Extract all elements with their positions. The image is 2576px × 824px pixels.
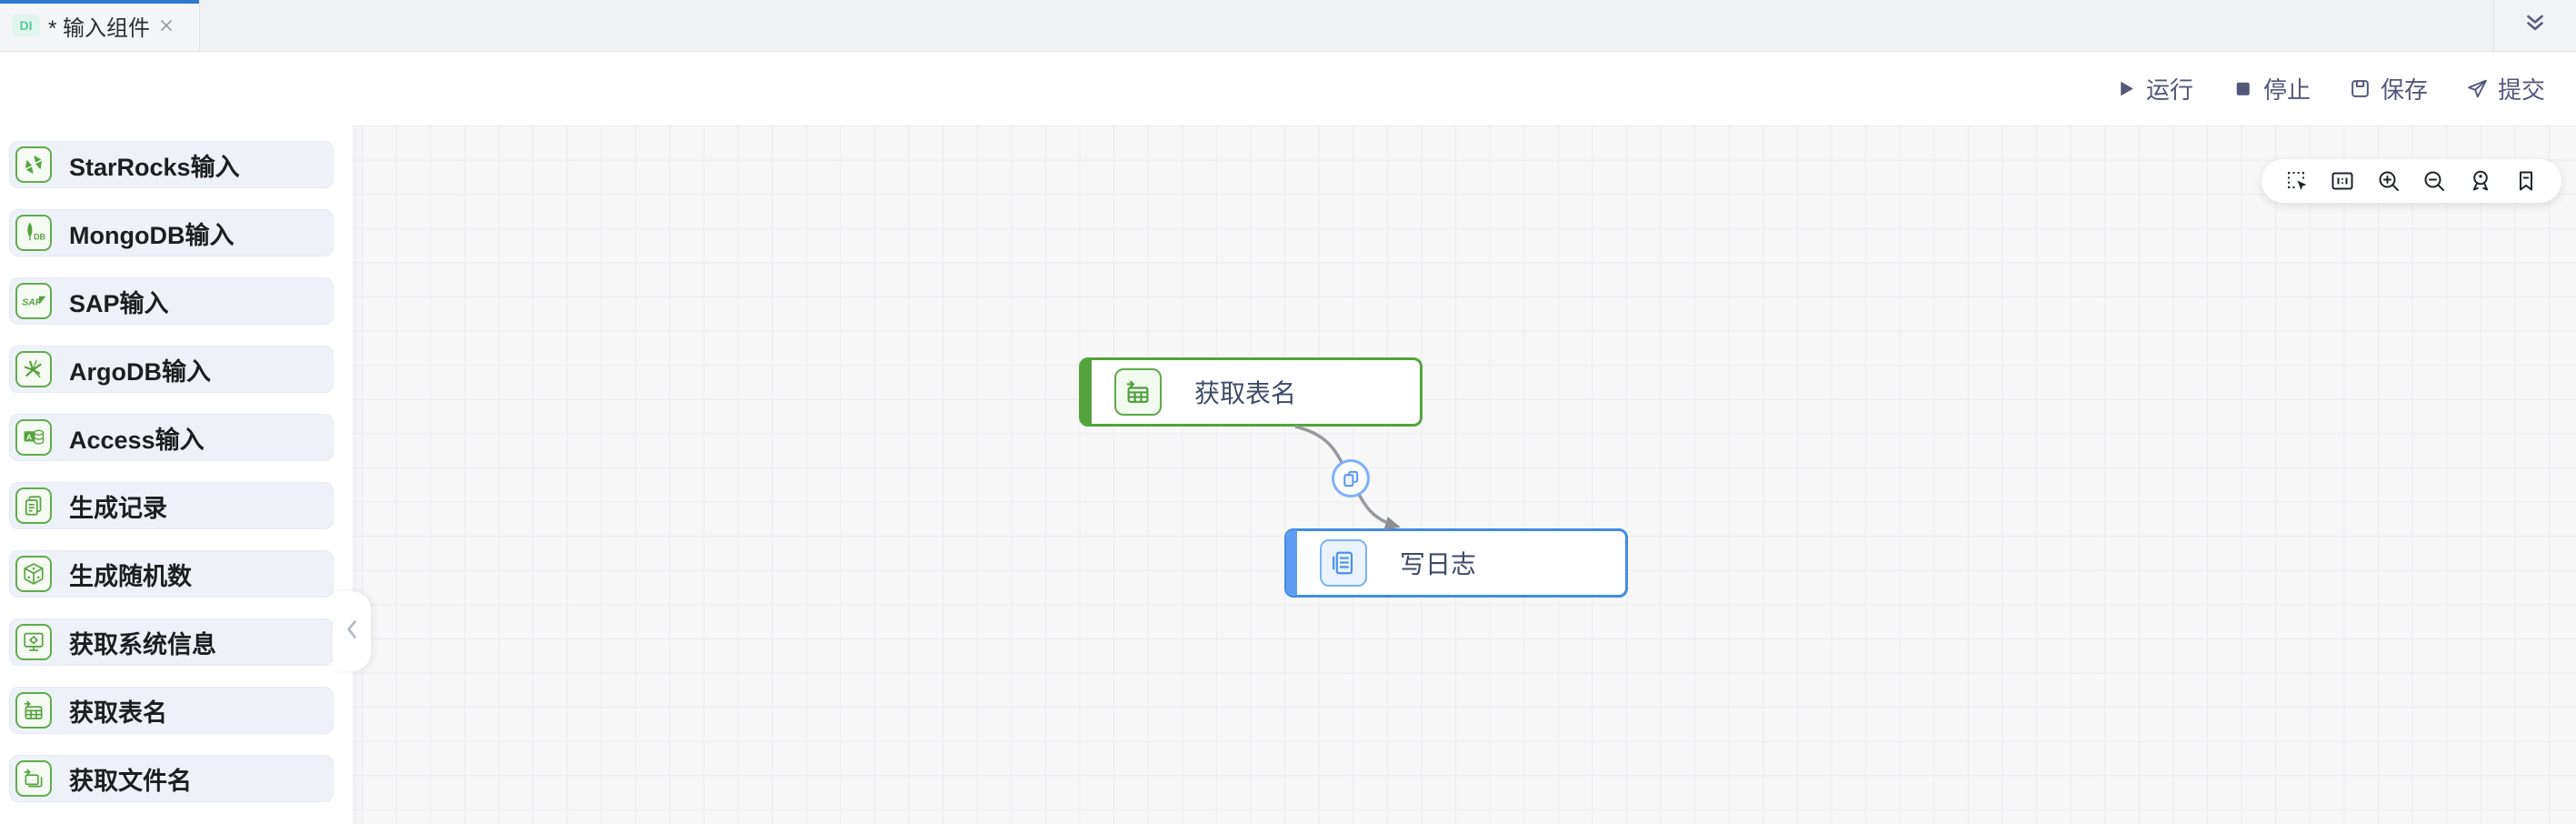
sidebar-item-starrocks-input[interactable]: StarRocks输入 — [9, 141, 334, 188]
play-icon — [2114, 77, 2137, 100]
run-label: 运行 — [2145, 76, 2193, 104]
chevron-left-icon — [344, 617, 360, 647]
one-to-one-button[interactable] — [2330, 168, 2355, 194]
bookmark-button[interactable] — [2513, 168, 2539, 194]
component-label: StarRocks输入 — [69, 153, 240, 181]
sidebar-item-generate-random[interactable]: 生成随机数 — [9, 550, 334, 598]
tab-input-components[interactable]: DI * 输入组件 — [0, 0, 200, 51]
zoom-out-button[interactable] — [2421, 168, 2447, 194]
workflow-canvas[interactable]: 获取表名写日志 — [353, 126, 2576, 824]
sidebar-item-get-file-name[interactable]: 获取文件名 — [9, 755, 334, 802]
submit-button[interactable]: 提交 — [2466, 72, 2545, 106]
save-icon — [2349, 77, 2371, 100]
zoom-in-button[interactable] — [2376, 168, 2401, 194]
marquee-select-button[interactable] — [2284, 168, 2310, 194]
sidebar-item-mongodb-input[interactable]: DB MongoDB输入 — [9, 209, 334, 256]
svg-text:A: A — [26, 433, 32, 441]
sidebar-item-get-table-name[interactable]: 获取表名 — [9, 687, 334, 734]
svg-text:SAP: SAP — [22, 297, 43, 308]
mongodb-icon: DB — [15, 215, 52, 251]
collapse-tabs-button[interactable] — [2493, 0, 2576, 51]
double-chevron-down-icon — [2521, 10, 2549, 42]
stop-button[interactable]: 停止 — [2232, 72, 2311, 106]
component-label: MongoDB输入 — [69, 221, 235, 249]
edge-midpoint-button[interactable] — [1332, 459, 1370, 497]
component-label: 获取表名 — [69, 698, 167, 727]
di-type-badge: DI — [12, 15, 40, 36]
node-label: 写日志 — [1400, 550, 1477, 578]
node-write-log[interactable]: 写日志 — [1284, 528, 1628, 598]
files-icon — [15, 760, 52, 797]
starrocks-icon — [15, 146, 52, 183]
sidebar-item-get-system-info[interactable]: 获取系统信息 — [9, 618, 334, 666]
component-label: 获取系统信息 — [69, 630, 216, 658]
component-label: SAP输入 — [69, 289, 169, 317]
component-label: 生成随机数 — [69, 562, 192, 590]
stop-label: 停止 — [2262, 76, 2311, 104]
component-label: Access输入 — [69, 426, 205, 454]
access-icon: A — [15, 419, 52, 456]
node-log-icon — [1320, 539, 1367, 587]
component-label: 生成记录 — [69, 494, 167, 522]
submit-label: 提交 — [2497, 76, 2545, 104]
dice-icon — [15, 556, 52, 592]
node-label: 获取表名 — [1194, 379, 1297, 407]
send-icon — [2466, 77, 2489, 100]
action-toolbar: 运行 停止 保存 提交 — [0, 52, 2576, 126]
svg-text:DB: DB — [34, 233, 45, 242]
tab-title: * 输入组件 — [48, 15, 151, 41]
sap-icon: SAP — [15, 283, 52, 319]
stop-icon — [2232, 77, 2254, 100]
save-label: 保存 — [2380, 76, 2428, 104]
argodb-icon — [15, 351, 52, 387]
records-icon — [15, 487, 52, 524]
sidebar-collapse-handle[interactable] — [333, 591, 371, 671]
component-sidebar: StarRocks输入DBMongoDB输入SAPSAP输入ArgoDB输入AA… — [0, 52, 353, 824]
sidebar-item-argodb-input[interactable]: ArgoDB输入 — [9, 346, 334, 393]
sysinfo-icon — [15, 624, 52, 660]
edge-get-table-name-to-write-log — [1294, 425, 1401, 530]
node-table-icon — [1114, 368, 1162, 416]
component-label: ArgoDB输入 — [69, 357, 211, 386]
sidebar-item-generate-records[interactable]: 生成记录 — [9, 482, 334, 529]
sidebar-item-access-input[interactable]: A Access输入 — [9, 414, 334, 461]
run-button[interactable]: 运行 — [2114, 72, 2193, 106]
save-button[interactable]: 保存 — [2349, 72, 2428, 106]
copy-icon — [1341, 468, 1362, 489]
close-icon[interactable] — [157, 16, 175, 35]
component-label: 获取文件名 — [69, 767, 192, 795]
node-get-table-name[interactable]: 获取表名 — [1079, 357, 1423, 427]
sidebar-item-sap-input[interactable]: SAP SAP输入 — [9, 277, 334, 325]
table-icon — [15, 692, 52, 729]
tab-bar: DI * 输入组件 — [0, 0, 2576, 52]
canvas-toolbar — [2261, 159, 2561, 203]
locate-button[interactable] — [2468, 168, 2493, 194]
